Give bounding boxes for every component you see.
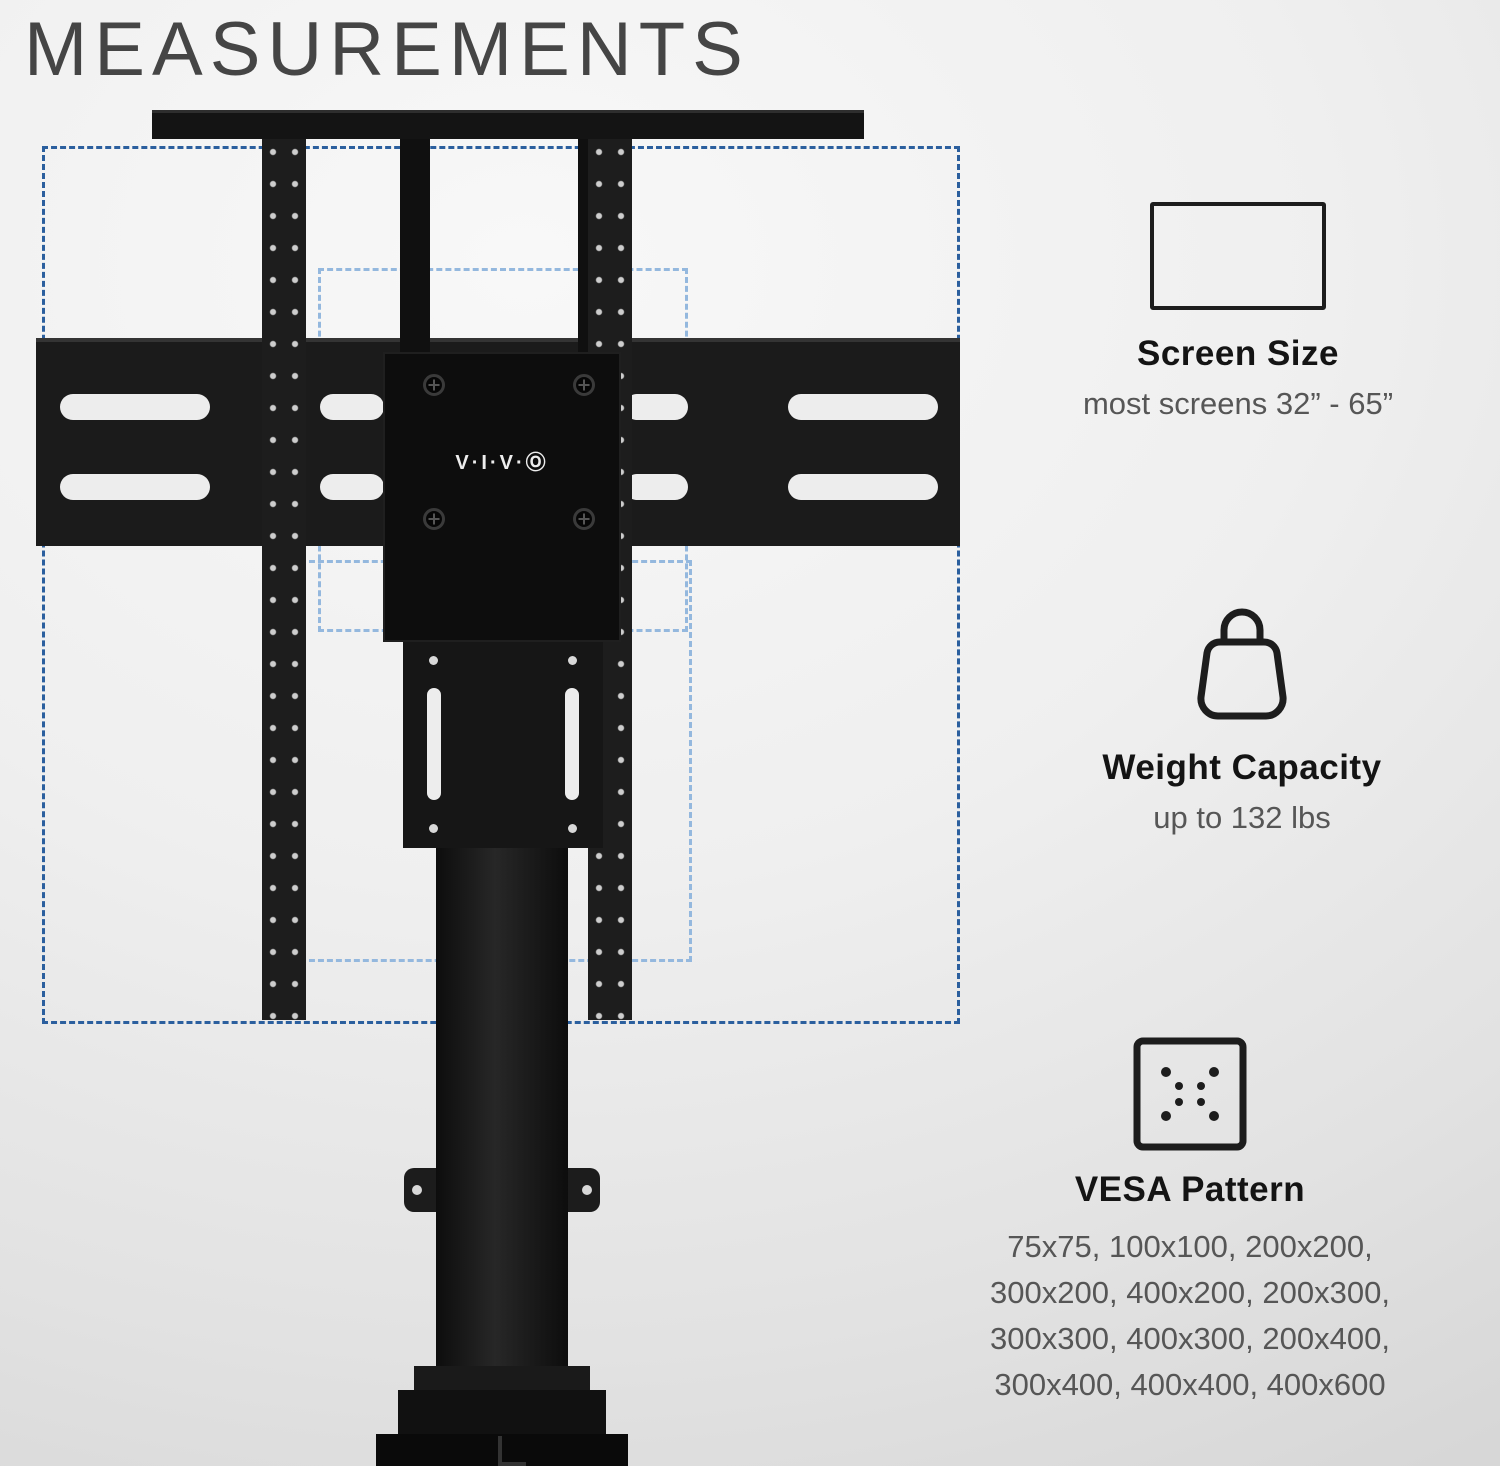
mounting-slot	[60, 394, 210, 420]
vesa-pattern-line: 300x200, 400x200, 200x300,	[990, 1275, 1390, 1310]
vesa-plate: V·I·V·Ⓞ	[383, 352, 621, 642]
spec-screen-size: Screen Size most screens 32” - 65”	[1028, 202, 1448, 422]
crank-handle	[498, 1436, 526, 1466]
vesa-pattern-line: 75x75, 100x100, 200x200,	[1007, 1229, 1373, 1264]
vesa-pattern-line: 300x300, 400x300, 200x400,	[990, 1321, 1390, 1356]
mounting-slot	[624, 394, 688, 420]
mounting-slot	[320, 394, 384, 420]
bracket-hole	[429, 656, 438, 665]
lift-column	[436, 848, 568, 1390]
base-plate	[376, 1434, 628, 1466]
tab-hole	[412, 1185, 422, 1195]
screw-icon	[573, 508, 595, 530]
top-shelf	[152, 110, 864, 139]
screw-icon	[423, 508, 445, 530]
upper-strap-left	[400, 136, 430, 362]
mounting-slot	[320, 474, 384, 500]
screw-icon	[423, 374, 445, 396]
mounting-slot	[788, 474, 938, 500]
mounting-slot	[624, 474, 688, 500]
bracket-hole	[568, 824, 577, 833]
screen-size-detail: most screens 32” - 65”	[1082, 386, 1394, 421]
spec-vesa-pattern: VESA Pattern 75x75, 100x100, 200x200, 30…	[950, 1036, 1430, 1408]
spec-weight-capacity: Weight Capacity up to 132 lbs	[1032, 596, 1452, 836]
vesa-pattern-heading: VESA Pattern	[1074, 1170, 1306, 1209]
screen-size-heading: Screen Size	[1137, 334, 1339, 373]
page-title: MEASUREMENTS	[24, 7, 750, 92]
weight-icon	[1194, 596, 1290, 730]
side-tab-left	[404, 1168, 438, 1212]
bracket-slot	[565, 688, 579, 800]
mounting-slot	[788, 394, 938, 420]
screw-icon	[573, 374, 595, 396]
side-tab-right	[566, 1168, 600, 1212]
vesa-pattern-line: 300x400, 400x400, 400x600	[994, 1367, 1386, 1402]
base-collar	[414, 1366, 590, 1394]
bracket-hole	[429, 824, 438, 833]
base-block	[398, 1390, 606, 1438]
weight-capacity-heading: Weight Capacity	[1102, 748, 1382, 787]
screen-size-icon	[1150, 202, 1326, 310]
weight-capacity-detail: up to 132 lbs	[1153, 800, 1331, 835]
bracket-slot	[427, 688, 441, 800]
lift-bracket	[403, 642, 603, 848]
tv-bracket-rail-left	[262, 136, 306, 1020]
mounting-slot	[60, 474, 210, 500]
vesa-pattern-icon	[1132, 1036, 1248, 1152]
brand-logo: V·I·V·Ⓞ	[455, 452, 549, 474]
bracket-hole	[568, 656, 577, 665]
tab-hole	[582, 1185, 592, 1195]
vesa-pattern-list: 75x75, 100x100, 200x200, 300x200, 400x20…	[990, 1224, 1390, 1408]
